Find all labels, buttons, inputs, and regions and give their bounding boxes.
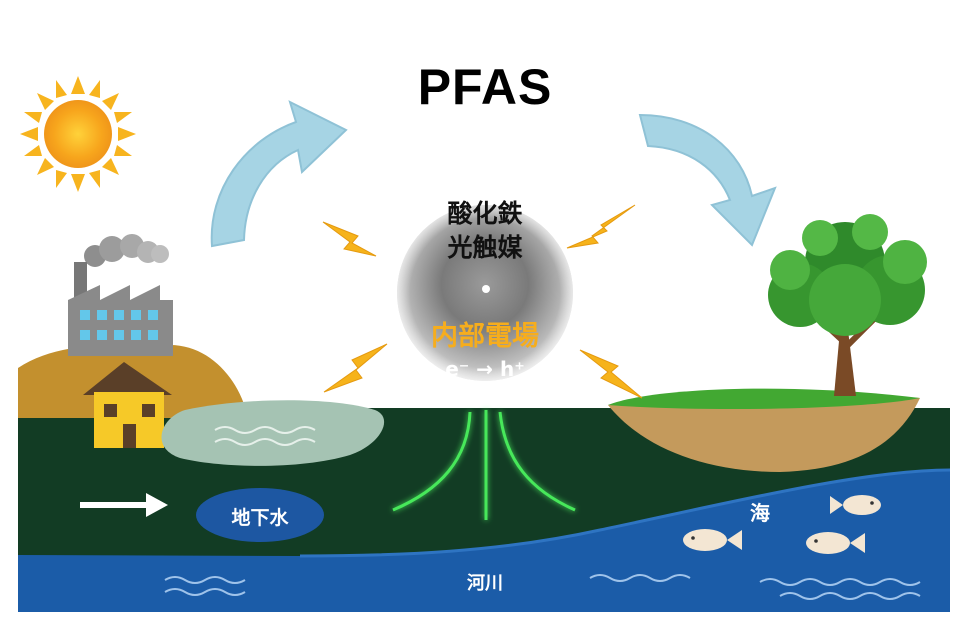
internal-field-label: 内部電場 (431, 321, 539, 352)
field-lines (392, 410, 576, 520)
diagram-title: PFAS (417, 59, 553, 115)
catalyst-sphere (397, 205, 573, 381)
river-label: 河川 (467, 573, 503, 594)
cycle-arrow-icon (638, 113, 777, 247)
flow-arrow-icon (80, 493, 168, 517)
tree-icon (768, 214, 927, 396)
lightning-icon (323, 343, 388, 393)
water-waves (164, 574, 921, 600)
lightning-icon (579, 349, 643, 399)
groundwater-bubble (196, 488, 324, 542)
lightning-icon (566, 204, 636, 249)
cycle-arrow-icon (210, 100, 348, 248)
sea-label: 海 (750, 501, 770, 525)
house-icon (83, 362, 172, 448)
charge-transfer-label: e⁻ → h⁺ (445, 357, 525, 381)
fish-icon (830, 495, 881, 515)
catalyst-label-line1: 酸化鉄 (447, 199, 523, 228)
fish-icon (683, 529, 742, 551)
groundwater-label: 地下水 (231, 507, 289, 529)
factory-icon (68, 234, 173, 356)
lightning-icon (322, 221, 377, 257)
pond (161, 400, 385, 466)
fish-icon (806, 532, 865, 554)
sun-icon (20, 76, 136, 192)
catalyst-label-line2: 光触媒 (447, 233, 523, 262)
